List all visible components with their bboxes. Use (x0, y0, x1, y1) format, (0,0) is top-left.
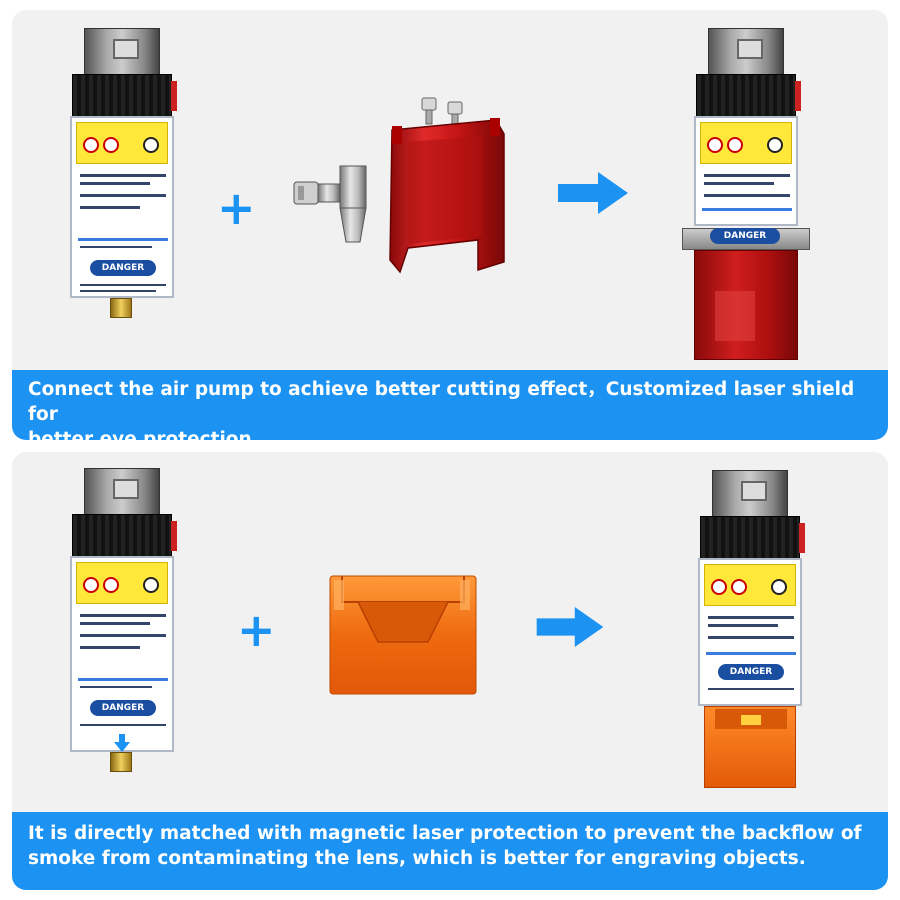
arrow-right-icon (558, 172, 628, 214)
caption-bar-2: It is directly matched with magnetic las… (12, 812, 888, 890)
caption-bar-1: Connect the air pump to achieve better c… (12, 370, 888, 440)
danger-label: DANGER (90, 260, 156, 276)
plus-icon: + (217, 181, 256, 235)
air-nozzle-image (293, 165, 367, 243)
caption-line: better eye protection. (28, 429, 259, 440)
orange-shield-image (329, 575, 477, 695)
panel-air-pump: DANGER + (12, 10, 888, 440)
danger-label: DANGER (90, 700, 156, 716)
assembled-module-orange-image: DANGER (698, 470, 808, 790)
danger-label: DANGER (718, 664, 784, 680)
caption-line: Connect the air pump to achieve better c… (28, 379, 855, 425)
arrow-right-icon (536, 607, 604, 647)
panel-magnetic-shield: DANGER + (12, 452, 888, 890)
danger-label: DANGER (710, 228, 780, 244)
plus-icon: + (237, 603, 276, 657)
laser-module-image: DANGER (70, 468, 180, 778)
red-shield-image (389, 97, 505, 274)
caption-line: It is directly matched with magnetic las… (28, 823, 862, 844)
laser-module-image: DANGER (70, 28, 180, 328)
assembled-module-red-image: DANGER (682, 28, 810, 360)
caption-line: smoke from contaminating the lens, which… (28, 848, 806, 869)
